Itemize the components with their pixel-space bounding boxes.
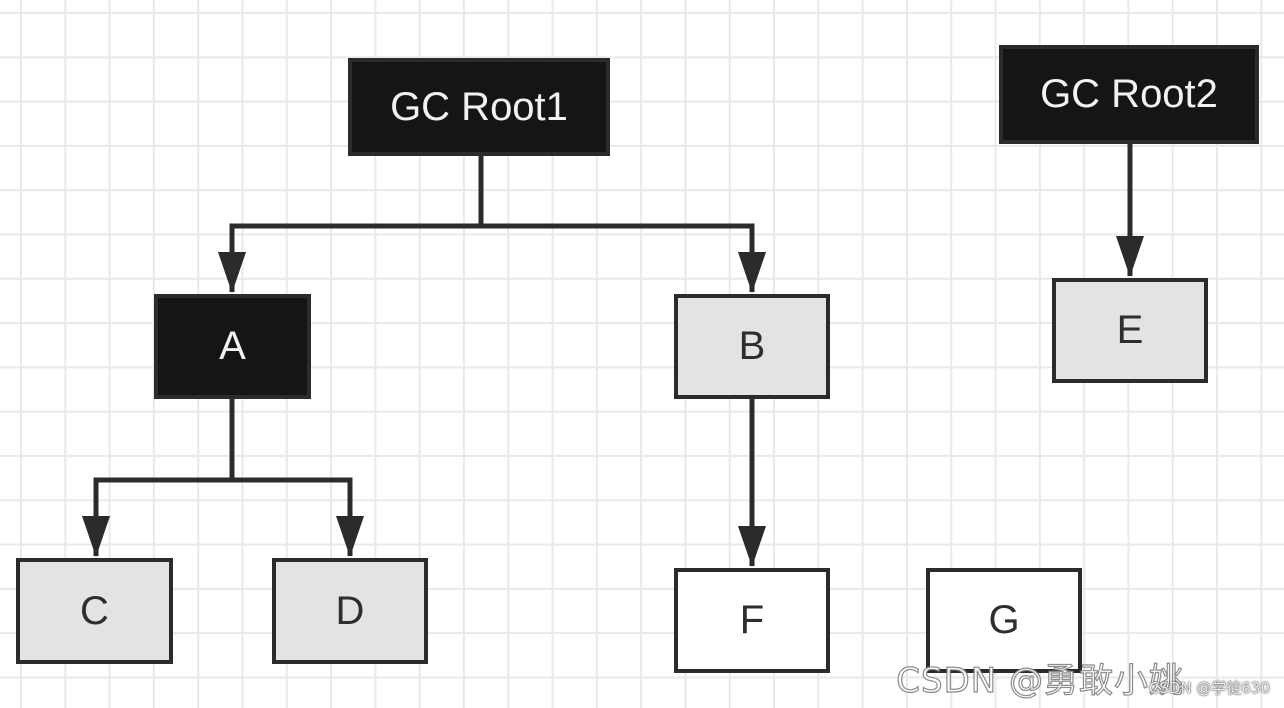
node-g: G [926, 568, 1082, 673]
edge-gc-root1-to-a [218, 156, 484, 293]
edge-gc-root2-to-e [1116, 143, 1144, 277]
node-b: B [674, 294, 830, 399]
node-a: A [154, 294, 311, 399]
node-c: C [16, 558, 173, 664]
edge-a-to-c [82, 398, 235, 557]
edge-gc-root1-to-b [481, 223, 766, 293]
edge-a-to-d [232, 477, 364, 557]
node-f: F [674, 568, 830, 673]
csdn-watermark-secondary: CSDN @学徒630 [1148, 679, 1270, 697]
gc-root1-node: GC Root1 [348, 58, 610, 156]
edge-b-to-f [738, 398, 766, 567]
csdn-watermark: CSDN @勇敢小姚 [896, 660, 1184, 701]
node-d: D [272, 558, 428, 664]
node-e: E [1052, 278, 1208, 383]
gc-root2-node: GC Root2 [999, 45, 1259, 144]
